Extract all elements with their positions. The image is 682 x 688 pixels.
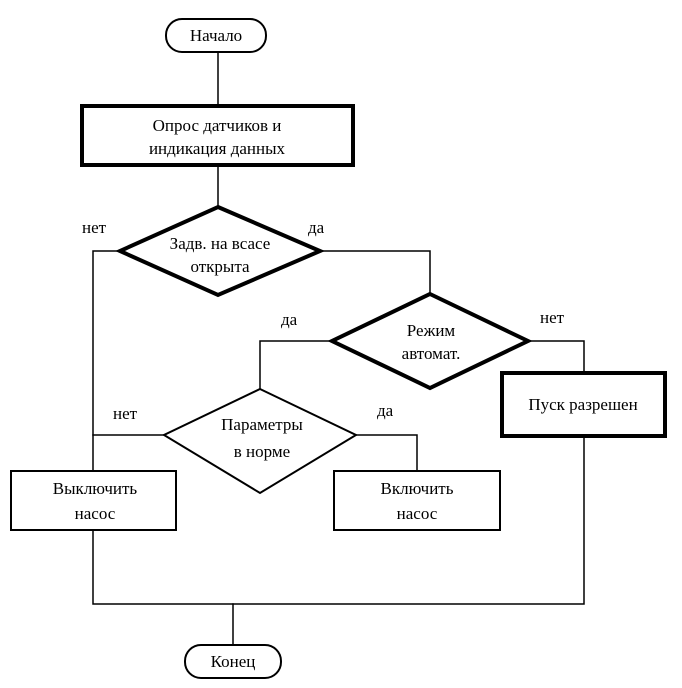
start-label: Начало [190, 26, 242, 45]
valve-yes-label: да [308, 218, 325, 237]
connector-mode-yes [259, 340, 333, 390]
pump-on-process: Включить насос [333, 470, 501, 531]
valve-no-label: нет [82, 218, 107, 237]
connector-mode-no [527, 340, 585, 374]
pump-off-label-line2: насос [75, 504, 116, 523]
connector-params-yes [355, 434, 418, 472]
params-label-line2: в норме [234, 442, 290, 461]
mode-label-line2: автомат. [402, 344, 461, 363]
connectors [92, 51, 585, 646]
connector-merge [92, 436, 585, 605]
connector-valve-no [92, 250, 121, 472]
params-label-line1: Параметры [221, 415, 303, 434]
params-no-label: нет [113, 404, 138, 423]
pump-on-label-line1: Включить [381, 479, 454, 498]
mode-label-line1: Режим [407, 321, 456, 340]
connector-valve-yes [319, 250, 431, 295]
end-terminator: Конец [184, 644, 282, 679]
end-label: Конец [211, 652, 256, 671]
branch-labels: нет да да нет нет да [82, 218, 565, 423]
poll-process: Опрос датчиков и индикация данных [80, 104, 355, 167]
pump-off-label-line1: Выключить [53, 479, 138, 498]
start-terminator: Начало [165, 18, 267, 53]
mode-no-label: нет [540, 308, 565, 327]
pump-off-process: Выключить насос [10, 470, 177, 531]
start-allowed-process: Пуск разрешен [500, 371, 667, 438]
params-decision: Параметры в норме [161, 387, 359, 495]
mode-yes-label: да [281, 310, 298, 329]
valve-label-line1: Задв. на всасе [170, 234, 271, 253]
valve-label-line2: открыта [190, 257, 250, 276]
params-yes-label: да [377, 401, 394, 420]
poll-label-line1: Опрос датчиков и [153, 116, 282, 135]
start-allowed-label: Пуск разрешен [528, 395, 637, 414]
poll-label-line2: индикация данных [149, 139, 286, 158]
valve-decision: Задв. на всасе открыта [115, 204, 326, 298]
mode-decision: Режим автомат. [327, 291, 533, 391]
pump-on-label-line2: насос [397, 504, 438, 523]
